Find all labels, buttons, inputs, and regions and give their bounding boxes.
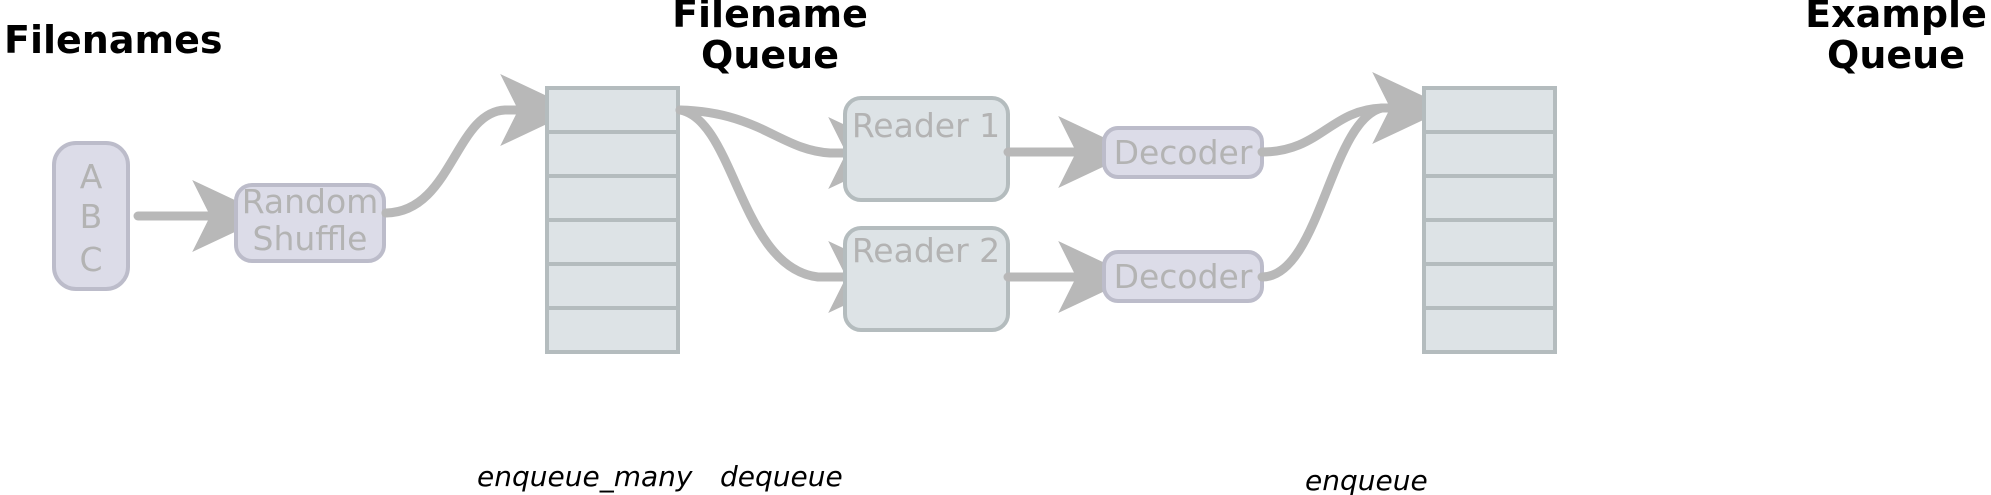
- random-shuffle-label-line1: Random: [242, 182, 379, 221]
- filename-queue[interactable]: [545, 86, 680, 354]
- filename-queue-cell: [545, 306, 680, 354]
- example-queue-cell: [1422, 306, 1557, 354]
- filename-queue-cell: [545, 262, 680, 310]
- random-shuffle-node[interactable]: Random Shuffle: [234, 182, 386, 263]
- arrow-filename-queue-to-reader1: [675, 105, 905, 189]
- example-queue-cell: [1422, 86, 1557, 134]
- example-queue-cell: [1422, 174, 1557, 222]
- header-filename-queue-line1: Filename: [672, 0, 868, 36]
- op-label-enqueue-many: enqueue_many: [477, 460, 693, 493]
- filenames-node[interactable]: A B C: [52, 141, 130, 291]
- filename-item-a: A: [80, 157, 103, 196]
- filename-queue-cell: [545, 130, 680, 178]
- reader1-node[interactable]: Reader 1: [843, 96, 1010, 202]
- decoder2-label: Decoder: [1114, 257, 1253, 296]
- random-shuffle-label-line2: Shuffle: [253, 219, 368, 258]
- reader2-label: Reader 2: [852, 231, 1000, 270]
- header-example-queue-line2: Queue: [1827, 33, 1965, 77]
- decoder1-node[interactable]: Decoder: [1102, 126, 1264, 179]
- filename-item-b: B: [80, 197, 103, 236]
- example-queue-cell: [1422, 218, 1557, 266]
- op-label-enqueue: enqueue: [1305, 464, 1428, 495]
- reader2-node[interactable]: Reader 2: [843, 226, 1010, 332]
- decoder1-label: Decoder: [1114, 133, 1253, 172]
- op-label-dequeue: dequeue: [720, 460, 843, 493]
- decoder2-node[interactable]: Decoder: [1102, 250, 1264, 303]
- reader1-label: Reader 1: [852, 106, 1000, 145]
- arrow-decoder2-to-example-queue: [1257, 72, 1449, 282]
- example-queue[interactable]: [1422, 86, 1557, 354]
- arrow-shuffle-to-filename-queue: [381, 74, 577, 218]
- random-shuffle-box: [234, 183, 386, 263]
- filename-item-c: C: [79, 240, 102, 279]
- example-queue-cell: [1422, 262, 1557, 310]
- example-queue-cell: [1422, 130, 1557, 178]
- header-filename-queue-line2: Queue: [701, 33, 839, 77]
- filenames-box: [52, 141, 130, 291]
- arrow-filename-queue-to-reader2: [675, 105, 905, 313]
- header-filenames: Filenames: [4, 18, 222, 62]
- filename-queue-cell: [545, 86, 680, 134]
- filename-queue-cell: [545, 174, 680, 222]
- header-example-queue-line1: Example: [1805, 0, 1987, 36]
- filename-queue-cell: [545, 218, 680, 266]
